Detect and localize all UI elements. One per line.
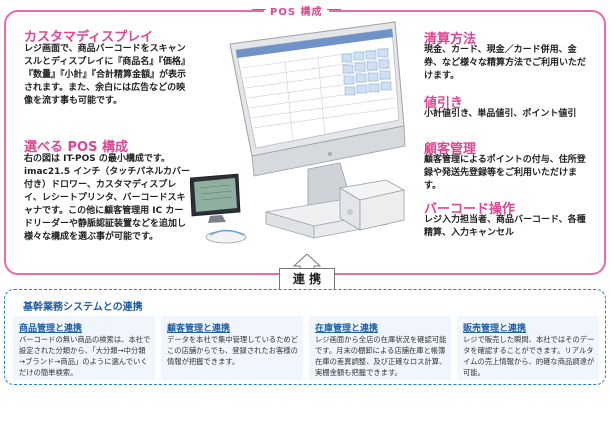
discount-heading: 値引き	[424, 96, 464, 111]
receipt-printer-image	[338, 179, 406, 231]
sales-mgmt-card-text: レジで販売した瞬間、本社ではそのデータを確認することができます。リアルタイムの売…	[463, 335, 595, 377]
customer-display-tablet-image	[190, 173, 241, 223]
core-system-integration-panel: 基幹業務システムとの連携 商品管理と連携 バーコードの無い商品の検索は、本社で設…	[4, 289, 606, 385]
pos-config-text: 右の図は IT-POS の最小構成です。imac21.5 インチ（タッチパネルカ…	[24, 154, 190, 242]
pos-panel-label: POS 構成	[252, 3, 340, 18]
inventory-mgmt-card: 在庫管理と連携 レジ画面から全店の在庫状況を確認可能です。月末の棚卸による店舗在…	[309, 316, 451, 380]
barcode-heading: バーコード操作	[424, 202, 516, 217]
product-mgmt-card-title: 商品管理と連携	[19, 324, 83, 334]
customer-mgmt-heading: 顧客管理	[424, 142, 477, 157]
pos-config-heading: 選べる POS 構成	[24, 140, 128, 155]
customer-display-heading: カスタマディスプレイ	[24, 30, 154, 45]
integration-title: 基幹業務システムとの連携	[23, 302, 143, 313]
customer-display-text: レジ画面で、商品バーコードをスキャンスルとディスプレイに『商品名』『価格』『数量…	[24, 44, 190, 106]
customer-mgmt-text: 顧客管理によるポイントの付与、住所登録や発送先登録等をご利用いただけます。	[424, 155, 586, 191]
barcode-scanner-image	[205, 229, 247, 244]
product-mgmt-card: 商品管理と連携 バーコードの無い商品の検索は、本社で設定された分類から、「大分類…	[13, 316, 155, 380]
barcode-text: レジ入力担当者、商品バーコード、各種精算、入力キャンセル	[424, 215, 586, 238]
product-mgmt-card-text: バーコードの無い商品の検索は、本社で設定された分類から、「大分類→中分類→ブラン…	[19, 335, 151, 377]
discount-text: 小計値引き、単品値引、ポイント値引	[424, 109, 577, 119]
sales-mgmt-card-title: 販売管理と連携	[463, 324, 527, 334]
link-label: 連 携	[279, 268, 335, 290]
settlement-text: 現金、カード、現金／カード併用、金券、など様々な精算方法でご利用いただけます。	[424, 45, 587, 81]
settlement-heading: 清算方法	[424, 32, 477, 47]
customer-mgmt-card: 顧客管理と連携 データを本社で集中管理しているためどこの店舗からでも、登録された…	[161, 316, 303, 380]
customer-mgmt-card-title: 顧客管理と連携	[167, 324, 231, 334]
inventory-mgmt-card-text: レジ画面から全店の在庫状況を確認可能です。月末の棚卸による店舗在庫と帳簿在庫の差…	[315, 335, 447, 377]
imac-monitor-image	[229, 21, 406, 213]
pos-hardware-illustration	[190, 21, 406, 244]
customer-mgmt-card-text: データを本社で集中管理しているためどこの店舗からでも、登録されたお客様の情報が把…	[167, 335, 299, 366]
inventory-mgmt-card-title: 在庫管理と連携	[315, 324, 379, 334]
sales-mgmt-card: 販売管理と連携 レジで販売した瞬間、本社ではそのデータを確認することができます。…	[457, 316, 599, 380]
